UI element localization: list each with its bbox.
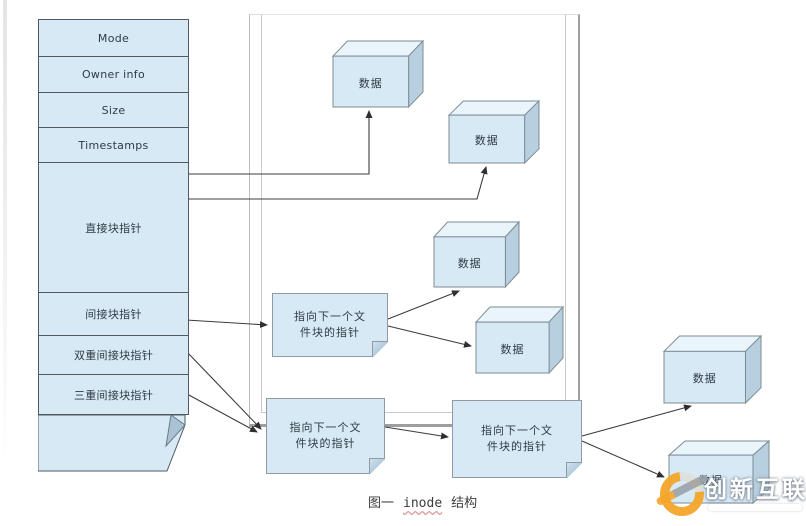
data-block-1: 数据 <box>333 41 423 107</box>
data-block-2: 数据 <box>449 101 539 163</box>
inode-row-label: 间接块指针 <box>85 308 142 321</box>
inode-row-direct-pointers: 直接块指针 <box>39 163 188 293</box>
pointer-note-2: 指向下一个文件块的指针 <box>266 398 385 474</box>
inode-row-label: Size <box>101 103 126 117</box>
caption-suffix: 结构 <box>451 496 478 511</box>
data-block-4: 数据 <box>476 307 563 373</box>
inode-row-triple-indirect: 三重间接块指针 <box>39 375 188 415</box>
figure-caption: 图一 inode 结构 <box>368 492 477 511</box>
data-block-label: 数据 <box>500 342 525 356</box>
pointer-note-1: 指向下一个文件块的指针 <box>272 293 388 357</box>
watermark-subtext-blur <box>708 504 802 511</box>
data-block-5: 数据 <box>664 336 761 403</box>
inode-table-tail <box>38 415 186 472</box>
pointer-note-3: 指向下一个文件块的指针 <box>452 400 582 478</box>
inode-row-double-indirect: 双重间接块指针 <box>39 336 188 375</box>
inode-row-label: 三重间接块指针 <box>73 388 154 402</box>
data-block-label: 数据 <box>457 256 482 270</box>
inode-row-label: 直接块指针 <box>85 221 142 235</box>
data-block-label: 数据 <box>358 76 383 90</box>
container-frame-inner <box>261 14 566 413</box>
inode-row-label: Owner info <box>81 68 146 81</box>
caption-keyword: inode <box>403 496 443 511</box>
inode-row-label: Mode <box>97 31 130 45</box>
inode-row-owner-info: Owner info <box>39 57 188 93</box>
inode-table: Mode Owner info Size Timestamps 直接块指针 间接… <box>38 19 189 415</box>
pointer-note-label: 指向下一个文件块的指针 <box>481 423 553 454</box>
data-block-3: 数据 <box>434 222 519 287</box>
pointer-note-label: 指向下一个文件块的指针 <box>289 420 362 451</box>
watermark-brand: 创新互联 <box>704 477 806 503</box>
inode-row-label: Timestamps <box>78 138 149 152</box>
data-block-6: 数据 <box>669 441 769 503</box>
inode-row-mode: Mode <box>39 20 188 57</box>
pointer-note-label: 指向下一个文件块的指针 <box>294 309 366 340</box>
data-block-label: 数据 <box>474 134 499 148</box>
watermark: 创新互联 <box>651 463 806 525</box>
inode-row-timestamps: Timestamps <box>39 128 188 163</box>
inode-row-size: Size <box>39 93 188 128</box>
inode-row-indirect-pointer: 间接块指针 <box>39 293 188 336</box>
inode-row-label: 双重间接块指针 <box>73 349 154 362</box>
caption-prefix: 图一 <box>368 496 395 511</box>
scan-edge-artifact <box>3 0 7 470</box>
data-block-label: 数据 <box>692 372 717 386</box>
